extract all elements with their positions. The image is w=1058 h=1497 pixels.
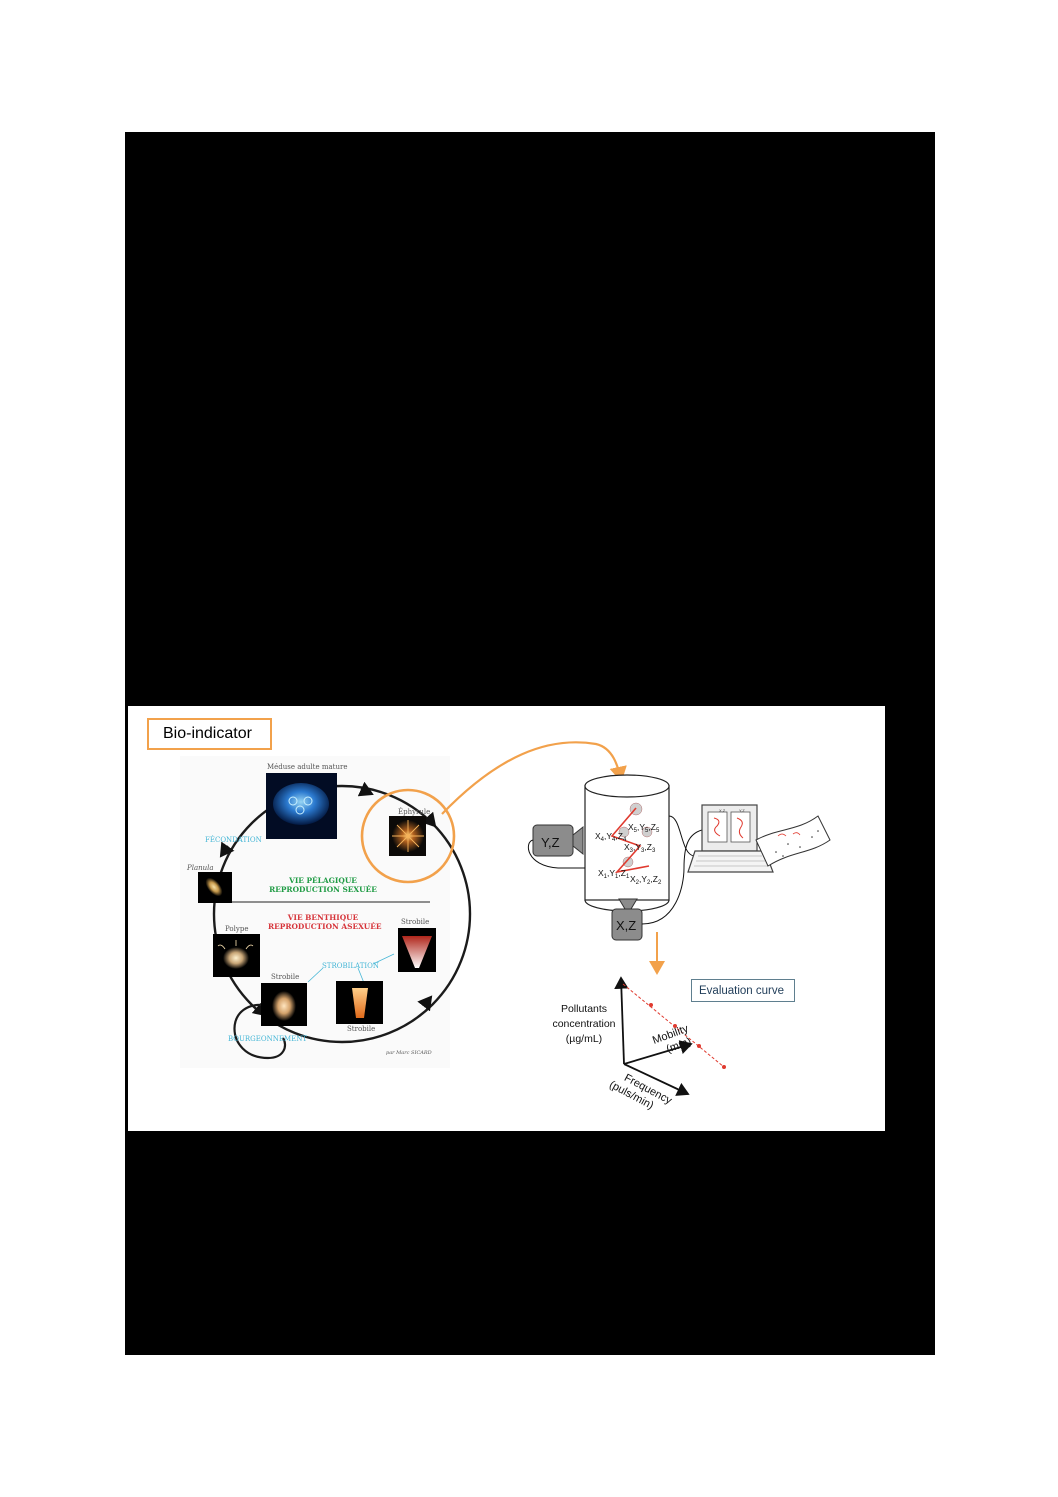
polype-label: Polype	[225, 925, 249, 933]
benthic-line2: REPRODUCTION ASEXUÉE	[268, 922, 382, 931]
concentration-axis-label: Pollutants concentration (µg/mL)	[542, 1002, 626, 1047]
life-cycle-ring	[212, 784, 472, 1044]
ephyrule-highlight-circle	[360, 788, 456, 884]
evaluation-point	[673, 1024, 677, 1028]
concentration-line2: concentration	[552, 1018, 616, 1030]
chart-axis-mobility	[623, 1040, 693, 1065]
coord-label-3: X3,Y3,Z3	[624, 842, 656, 854]
cycle-arrow-top	[357, 781, 374, 797]
camera-side-label: Y,Z	[541, 835, 560, 850]
evaluation-curve-box	[691, 979, 795, 1002]
side-camera-cable	[527, 839, 585, 869]
planula-label: Planula	[187, 864, 214, 872]
signature-label: par Marc SICARD	[386, 1050, 432, 1056]
tracking-cylinder	[584, 774, 670, 912]
ephyrule-photo	[389, 816, 426, 856]
concentration-line1: Pollutants	[560, 1003, 608, 1015]
benthic-line1: VIE BENTHIQUE	[287, 913, 359, 922]
bio-indicator-box	[147, 718, 272, 750]
strobile-top-photo	[398, 928, 436, 972]
evaluation-point	[649, 1003, 653, 1007]
orange-link-arrow	[441, 741, 627, 815]
pelagic-title: VIE PÉLAGIQUE REPRODUCTION SEXUÉE	[268, 876, 378, 894]
laptop-screen-left-label: X,Z	[719, 808, 726, 813]
meduse-label: Méduse adulte mature	[267, 763, 348, 771]
trajectory-line	[610, 807, 650, 874]
frequency-label: Frequency (puls/min)	[607, 1072, 674, 1112]
chart-axis-frequency	[623, 1063, 690, 1096]
bottom-camera-cable	[641, 829, 703, 925]
figure-panel: X5,Y5,Z5 X4,Y4,Z4 X3,Y3,Z3 X1,Y1,Z1 X2,Y…	[128, 706, 885, 1131]
pelagic-line1: VIE PÉLAGIQUE	[289, 876, 357, 885]
ephyrule-label: Éphyrule	[398, 808, 431, 816]
strobilation-label: STROBILATION	[322, 962, 380, 970]
strobilation-pointer-left	[307, 967, 324, 983]
polype-photo	[213, 934, 260, 977]
bio-indicator-label: Bio-indicator	[163, 725, 252, 742]
evaluation-curve-label: Evaluation curve	[699, 985, 785, 997]
bottom-camera-icon: X,Z	[611, 898, 643, 941]
evaluation-point	[722, 1065, 726, 1069]
planula-photo	[198, 872, 232, 903]
cycle-arrow-left	[219, 841, 235, 858]
chart-axis-concentration	[614, 976, 629, 1065]
evaluation-point	[697, 1044, 701, 1048]
camera-bottom-label: X,Z	[616, 918, 636, 933]
strobile-top-label: Strobile	[401, 918, 430, 926]
strobile-bottom-label: Strobile	[347, 1025, 376, 1033]
side-camera-icon: Y,Z	[532, 824, 584, 857]
pelagic-line2: REPRODUCTION SEXUÉE	[269, 885, 377, 894]
strobile-left-photo	[261, 983, 307, 1026]
laptop-icon: X,Z Y,Z	[687, 804, 774, 873]
fecondation-label: FÉCONDATION	[205, 836, 262, 844]
strobile-left-label: Strobile	[271, 973, 300, 981]
data-sheet-icon	[755, 815, 831, 867]
bourgeonnement-label: BOURGEONNEMENT	[228, 1035, 308, 1043]
diagram-canvas: X5,Y5,Z5 X4,Y4,Z4 X3,Y3,Z3 X1,Y1,Z1 X2,Y…	[180, 741, 831, 1112]
cylinder-cable	[668, 815, 695, 857]
meduse-photo	[266, 773, 337, 839]
laptop-screen-right-label: Y,Z	[739, 808, 745, 813]
benthic-title: VIE BENTHIQUE REPRODUCTION ASEXUÉE	[268, 913, 382, 931]
concentration-line3: (µg/mL)	[565, 1033, 603, 1045]
budding-loop	[233, 1003, 287, 1060]
strobilation-pointer-top	[372, 953, 395, 965]
cycle-arrow-right	[421, 811, 437, 828]
cycle-arrow-bottom-right	[417, 995, 433, 1012]
strobile-bottom-photo	[336, 981, 383, 1024]
strobilation-pointer-right	[357, 967, 365, 984]
